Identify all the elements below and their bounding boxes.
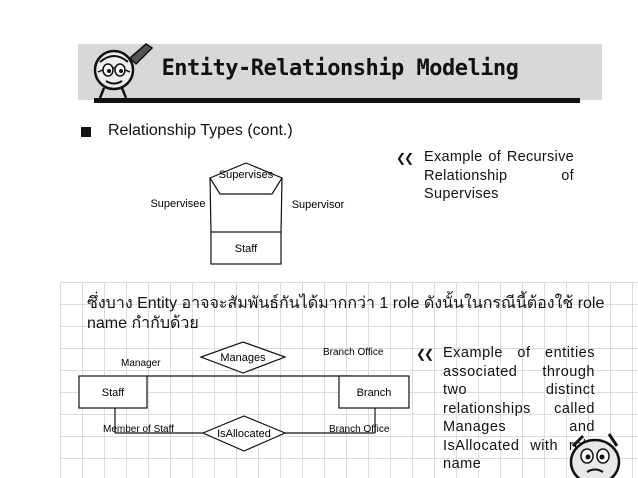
cartoon-ball-mascot-icon bbox=[93, 43, 154, 99]
note-arrow-icon: ❮❮ bbox=[396, 151, 414, 165]
thai-explanation: ซึ่งบาง Entity อาจจะสัมพันธ์กันได้มากกว่… bbox=[87, 295, 605, 332]
supervises-relationship-shape bbox=[209, 162, 283, 195]
recursive-relationship-diagram: Supervises Staff Supervisee Supervisor bbox=[150, 162, 345, 265]
title-underline bbox=[94, 98, 580, 103]
branch-entity-label: Branch bbox=[357, 387, 392, 399]
bullet-square-icon bbox=[81, 127, 91, 137]
multi-relationship-diagram: Staff Branch Manages IsAllocated Manager… bbox=[78, 341, 410, 452]
manager-role-label: Manager bbox=[121, 358, 161, 369]
supervisor-line bbox=[280, 177, 283, 233]
recursive-note: Example of Recursive Relationship of Sup… bbox=[424, 149, 574, 202]
member-of-staff-role-label: Member of Staff bbox=[103, 424, 174, 435]
staff-entity-box bbox=[78, 375, 148, 409]
staff-entity-label: Staff bbox=[102, 387, 125, 399]
supervisee-line bbox=[209, 177, 212, 233]
manages-label: Manages bbox=[220, 352, 266, 364]
supervisor-role-label: Supervisor bbox=[292, 199, 345, 211]
staff-entity-box bbox=[210, 231, 282, 265]
isallocated-label: IsAllocated bbox=[217, 428, 271, 440]
manages-relationship-shape bbox=[199, 341, 287, 374]
isallocated-relationship-shape bbox=[201, 415, 287, 452]
branch-office-role-bottom: Branch Office bbox=[329, 424, 390, 435]
staff-entity-label: Staff bbox=[235, 243, 258, 255]
slide-title: Entity-Relationship Modeling bbox=[161, 56, 519, 81]
supervisee-role-label: Supervisee bbox=[150, 198, 205, 210]
branch-office-role-top: Branch Office bbox=[323, 347, 384, 358]
title-band bbox=[78, 44, 602, 100]
worried-face-mascot-icon bbox=[569, 433, 621, 478]
note-arrow-icon: ❮❮ bbox=[416, 347, 434, 361]
branch-entity-box bbox=[338, 375, 410, 409]
multi-role-note: Example of entities associated through t… bbox=[443, 345, 595, 472]
subheading: Relationship Types (cont.) bbox=[108, 122, 293, 139]
supervises-label: Supervises bbox=[219, 169, 274, 181]
